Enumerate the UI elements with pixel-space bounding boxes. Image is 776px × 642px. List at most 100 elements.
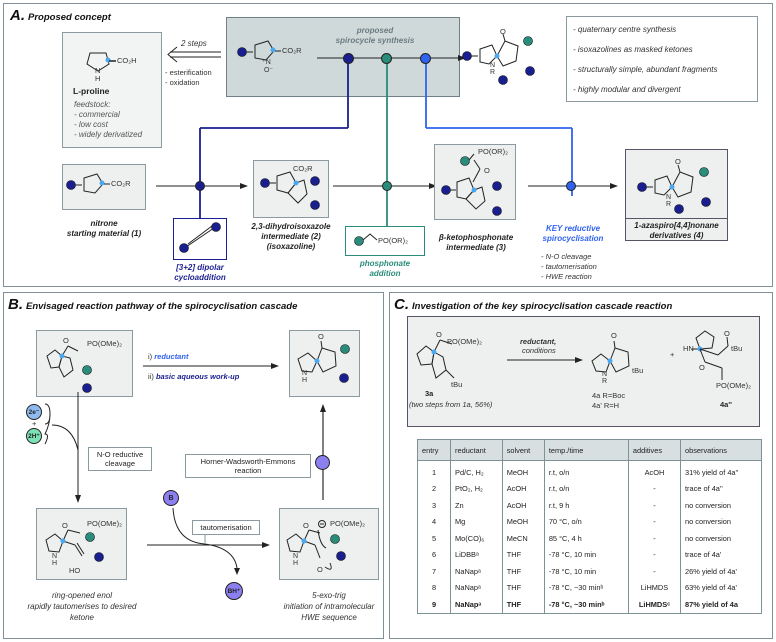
- exo-trig-box: [279, 508, 379, 580]
- phosphonate-formula: PO(OR)₂: [378, 236, 408, 245]
- cell-solvent: MeCN: [501, 530, 545, 547]
- cell-entry: 7: [416, 563, 452, 580]
- node-cycloaddition: [343, 53, 354, 64]
- cell-reductant: NaNapᵃ: [450, 596, 503, 614]
- byproduct-formula: PO(OMe)₂: [716, 381, 751, 390]
- cell-additives: AcOH: [627, 460, 682, 481]
- base-h-badge: BH⁺: [225, 582, 243, 600]
- b-product-box: [289, 330, 360, 397]
- cell-solvent: AcOH: [501, 497, 545, 514]
- cell-reductant: LiDBBᵃ: [450, 546, 503, 563]
- hwe-node: [315, 455, 330, 470]
- cell-solvent: MeOH: [501, 513, 545, 530]
- azaspiro-divider: [625, 218, 728, 219]
- byproduct-sub: tBu: [731, 344, 743, 353]
- exo-trig-formula: PO(OMe)₂: [330, 519, 365, 528]
- arrow-bottom-label: conditions: [522, 346, 556, 355]
- byproduct-label: 4a'': [720, 400, 732, 409]
- benefit-item: - quaternary centre synthesis: [573, 25, 677, 34]
- col-observations: observations: [680, 439, 762, 461]
- cell-solvent: THF: [501, 579, 545, 596]
- cell-solvent: THF: [501, 546, 545, 563]
- cell-observations: 31% yield of 4a'': [680, 460, 762, 481]
- cell-observations: 63% yield of 4a': [680, 579, 762, 596]
- enol-o: O: [62, 521, 68, 530]
- proline-n: N: [95, 66, 101, 75]
- sm-o: O: [436, 330, 442, 339]
- cell-reductant: NaNapᵃ: [450, 579, 503, 596]
- cell-solvent: MeOH: [501, 460, 545, 481]
- exo-o2: O: [317, 565, 323, 574]
- node-step1: [195, 181, 205, 191]
- cell-additives: -: [627, 530, 682, 547]
- cell-temp-time: -78 °C, 10 min: [543, 563, 629, 580]
- key-note: - HWE reaction: [541, 272, 592, 281]
- keto-o: O: [484, 166, 490, 175]
- cell-entry: 3: [416, 497, 452, 514]
- arrow-top-label: reductant,: [520, 337, 557, 346]
- key-note: - tautomerisation: [541, 262, 597, 271]
- product-label-4a: 4a R=Boc: [592, 391, 626, 400]
- proline-name: L-proline: [73, 86, 110, 96]
- node-step2: [382, 181, 392, 191]
- proposed-nitrone-formula: CO₂R: [282, 46, 302, 55]
- cell-reductant: Pd/C, H₂: [450, 460, 503, 481]
- plus-sign: +: [32, 419, 37, 428]
- cell-additives: -: [627, 513, 682, 530]
- benefit-item: - structurally simple, abundant fragment…: [573, 65, 718, 74]
- cell-temp-time: r.t, 9 h: [543, 497, 629, 514]
- cell-reductant: PtO₂, H₂: [450, 480, 503, 497]
- cell-additives: LiHMDS: [627, 579, 682, 596]
- sm-formula: PO(OMe)₂: [447, 337, 482, 346]
- feedstock-item: - commercial: [74, 110, 120, 119]
- azaspiro-o: O: [675, 157, 681, 166]
- feedstock-label: feedstock:: [74, 100, 111, 109]
- cell-reductant: Mg: [450, 513, 503, 530]
- enol-ho: HO: [69, 566, 81, 575]
- sm-label: 3a: [425, 389, 434, 398]
- panel-c-title: C.Investigation of the key spirocyclisat…: [394, 296, 673, 313]
- cell-observations: no conversion: [680, 530, 762, 547]
- base-badge: B: [163, 490, 179, 506]
- nitrone-formula: CO₂R: [111, 179, 131, 188]
- cell-entry: 2: [416, 480, 452, 497]
- cell-additives: -: [627, 480, 682, 497]
- b-start-o: O: [63, 336, 69, 345]
- cell-entry: 9: [416, 596, 452, 614]
- b-start-formula: PO(OMe)₂: [87, 339, 122, 348]
- retro-step: - esterification: [165, 68, 212, 77]
- cell-entry: 4: [416, 513, 452, 530]
- cell-additives: -: [627, 497, 682, 514]
- byproduct-o1: O: [724, 329, 730, 338]
- cell-observations: no conversion: [680, 497, 762, 514]
- node-step3: [566, 181, 576, 191]
- b-product-o: O: [318, 332, 324, 341]
